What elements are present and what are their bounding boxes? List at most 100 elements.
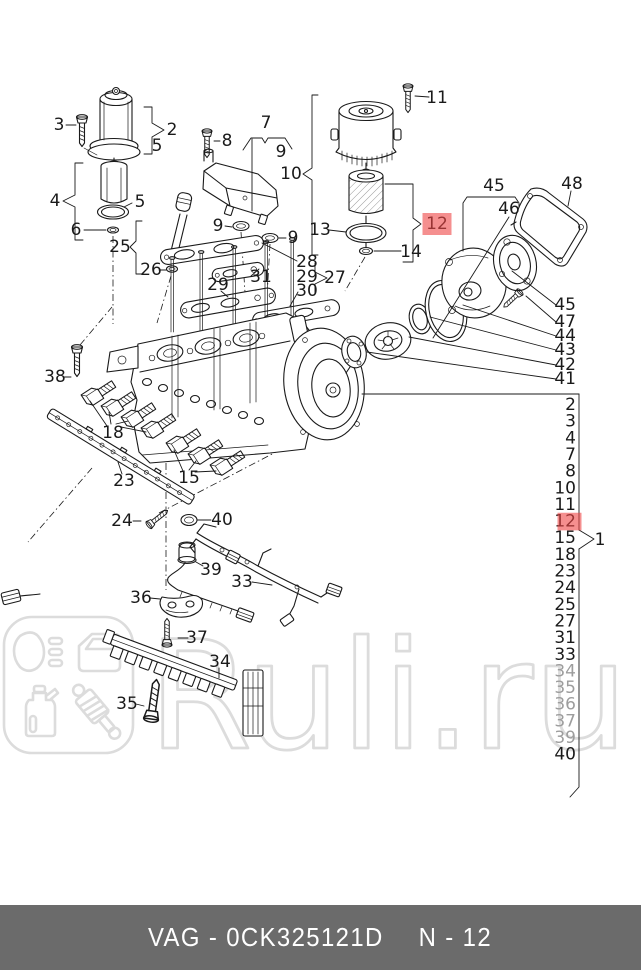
part-number[interactable]: 7 (261, 113, 272, 133)
part-number[interactable]: 44 (554, 326, 576, 346)
part-number[interactable]: 42 (554, 355, 576, 375)
oil-filter-housing (330, 100, 402, 174)
highlight-overlay (557, 512, 582, 531)
guide-rail (46, 408, 195, 505)
part-number[interactable]: 29 (207, 275, 229, 295)
part-number[interactable]: 18 (554, 545, 576, 565)
part-number[interactable]: 38 (44, 367, 66, 387)
screw-38 (70, 344, 84, 378)
part-number[interactable]: 25 (554, 595, 576, 615)
part-number[interactable]: 47 (554, 312, 576, 332)
pump-group (341, 187, 588, 374)
part-number[interactable]: 48 (561, 174, 583, 194)
part-number[interactable]: 23 (554, 562, 576, 582)
bracket-36 (159, 594, 204, 618)
part-number[interactable]: 37 (554, 711, 576, 731)
part-number[interactable]: 6 (71, 220, 82, 240)
part-number[interactable]: 18 (102, 423, 124, 443)
footer-bar: VAG - 0CK325121D N - 12 (0, 905, 641, 970)
part-number[interactable]: 45 (483, 176, 505, 196)
part-number[interactable]: 14 (400, 242, 422, 262)
footer-page-number: N - 12 (419, 922, 493, 952)
shock-absorber-icon (71, 683, 122, 741)
oval-flange-41 (341, 335, 367, 374)
ledge-34 (102, 629, 264, 737)
solenoid-valves (80, 376, 247, 479)
part-number[interactable]: 39 (200, 560, 222, 580)
part-number[interactable]: 23 (113, 471, 135, 491)
callout-layer: 3254562526879991011131214282930273129454… (44, 88, 583, 714)
construction-lines (27, 231, 366, 590)
part-number[interactable]: 28 (296, 252, 318, 272)
part-number[interactable]: 27 (324, 268, 346, 288)
part-number[interactable]: 34 (209, 652, 231, 672)
part-number[interactable]: 8 (565, 462, 576, 482)
part-number[interactable]: 5 (152, 136, 163, 156)
part-number[interactable]: 7 (565, 445, 576, 465)
part-number[interactable]: 24 (111, 511, 133, 531)
part-number[interactable]: 43 (554, 340, 576, 360)
highlight-overlay (422, 213, 452, 235)
part-number[interactable]: 24 (554, 578, 576, 598)
part-number[interactable]: 34 (554, 661, 576, 681)
part-number[interactable]: 35 (116, 694, 138, 714)
part-number[interactable]: 46 (498, 199, 520, 219)
watermark-text: Ruli.ru (148, 610, 628, 784)
part-number[interactable]: 36 (554, 695, 576, 715)
part-number[interactable]: 9 (213, 216, 224, 236)
pump-motor (83, 86, 141, 161)
watermark-badge (2, 615, 135, 755)
part-number[interactable]: 9 (276, 142, 287, 162)
part-number[interactable]: 15 (554, 528, 576, 548)
oil-reservoir (202, 148, 279, 244)
part-number[interactable]: 3 (54, 115, 65, 135)
part-number[interactable]: 41 (554, 369, 576, 389)
footer-catalog-code: VAG - 0CK325121D (148, 922, 385, 952)
part-number[interactable]: 5 (135, 192, 146, 212)
part-number[interactable]: 31 (554, 628, 576, 648)
part-number[interactable]: 11 (426, 88, 448, 108)
part-number[interactable]: 3 (565, 412, 576, 432)
watermark: Ruli.ru (2, 609, 630, 785)
oil-can-icon (24, 684, 60, 738)
part-number[interactable]: 15 (178, 468, 200, 488)
part-number[interactable]: 27 (554, 611, 576, 631)
part-number[interactable]: 13 (309, 220, 331, 240)
part-number[interactable]: 2 (167, 120, 178, 140)
part-number[interactable]: 10 (280, 164, 302, 184)
part-number[interactable]: 37 (186, 628, 208, 648)
part-number[interactable]: 31 (250, 267, 272, 287)
part-number[interactable]: 2 (565, 395, 576, 415)
filter-cartridge (96, 157, 130, 234)
part-number[interactable]: 36 (130, 588, 152, 608)
wiring-harness-33 (0, 523, 343, 627)
oil-filter-element (345, 169, 387, 256)
studs (169, 237, 296, 358)
lower-parts-list: 2347810111215182324252731333435363739401 (554, 395, 605, 765)
part-number[interactable]: 45 (554, 295, 576, 315)
part-number[interactable]: 4 (565, 428, 576, 448)
part-number[interactable]: 8 (222, 131, 233, 151)
part-number[interactable]: 33 (554, 645, 576, 665)
part-number[interactable]: 40 (211, 510, 233, 530)
part-number[interactable]: 40 (554, 745, 576, 765)
part-number[interactable]: 1 (595, 530, 606, 550)
part-number[interactable]: 39 (554, 728, 576, 748)
part-number[interactable]: 9 (288, 228, 299, 248)
part-number[interactable]: 10 (554, 478, 576, 498)
pump-rotor-42 (364, 322, 412, 360)
oring-40 (180, 513, 198, 527)
part-number[interactable]: 25 (109, 237, 131, 257)
part-number[interactable]: 29 (296, 267, 318, 287)
screw-24 (144, 506, 171, 531)
part-number[interactable]: 30 (296, 281, 318, 301)
part-number[interactable]: 33 (231, 572, 253, 592)
gasket-48 (510, 187, 588, 267)
part-number[interactable]: 26 (140, 260, 162, 280)
part-number[interactable]: 4 (50, 191, 61, 211)
part-number[interactable]: 35 (554, 678, 576, 698)
parts-list-rule (361, 393, 595, 798)
part-number[interactable]: 11 (554, 495, 576, 515)
